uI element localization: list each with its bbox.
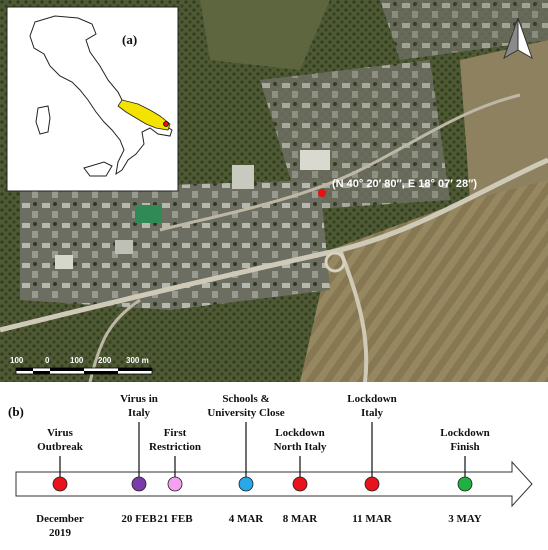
scale-label: 200 <box>98 356 112 365</box>
scale-label: 300 m <box>126 356 149 365</box>
scale-label: 0 <box>45 356 50 365</box>
event-label: North Italy <box>274 441 327 453</box>
event-date: 2019 <box>49 527 72 539</box>
north-arrow-icon <box>503 17 533 60</box>
event-label: Virus <box>47 427 74 439</box>
event-dot <box>131 476 147 492</box>
event-dot <box>292 476 308 492</box>
timeline-arrow <box>15 460 533 508</box>
event-date: 11 MAR <box>352 513 392 525</box>
event-dot <box>457 476 473 492</box>
italy-inset-map: (a) <box>6 6 179 192</box>
italy-outline <box>29 15 173 176</box>
event-label: Restriction <box>149 441 201 453</box>
event-label: Virus in <box>120 393 158 405</box>
satellite-map: (a) (N 40° 20′ 80″, E 18° 07′ 28″) 100 0… <box>0 0 548 382</box>
event-label: Outbreak <box>37 441 84 453</box>
scale-label: 100 <box>10 356 24 365</box>
event-label: Lockdown <box>275 427 325 439</box>
event-label: First <box>164 427 187 439</box>
sicily-outline <box>83 161 113 177</box>
event-date: 21 FEB <box>157 513 193 525</box>
site-coordinates: (N 40° 20′ 80″, E 18° 07′ 28″) <box>332 178 477 190</box>
event-label: University Close <box>207 407 284 419</box>
timeline-event: Schools & University Close 4 MAR <box>207 393 284 525</box>
event-dot <box>364 476 380 492</box>
event-label: Lockdown <box>347 393 397 405</box>
panel-b-label: (b) <box>8 404 24 419</box>
event-label: Schools & <box>222 393 269 405</box>
scale-bar: 100 0 100 200 300 m <box>10 356 153 375</box>
timeline-event: Virus in Italy 20 FEB <box>120 393 158 525</box>
panel-a-label: (a) <box>122 32 137 47</box>
event-date: 20 FEB <box>121 513 157 525</box>
event-date: 8 MAR <box>283 513 319 525</box>
event-dot <box>167 476 183 492</box>
apulia-region <box>117 99 171 131</box>
scale-label: 100 <box>70 356 84 365</box>
event-dot <box>52 476 68 492</box>
event-date: December <box>36 513 84 525</box>
event-label: Italy <box>361 407 384 419</box>
sardinia-outline <box>35 105 51 135</box>
event-date: 3 MAY <box>448 513 482 525</box>
event-label: Italy <box>128 407 151 419</box>
event-label: Lockdown <box>440 427 490 439</box>
event-dot <box>238 476 254 492</box>
event-date: 4 MAR <box>229 513 265 525</box>
inset-site-marker <box>163 121 169 127</box>
event-label: Finish <box>450 441 479 453</box>
site-marker <box>318 189 326 197</box>
